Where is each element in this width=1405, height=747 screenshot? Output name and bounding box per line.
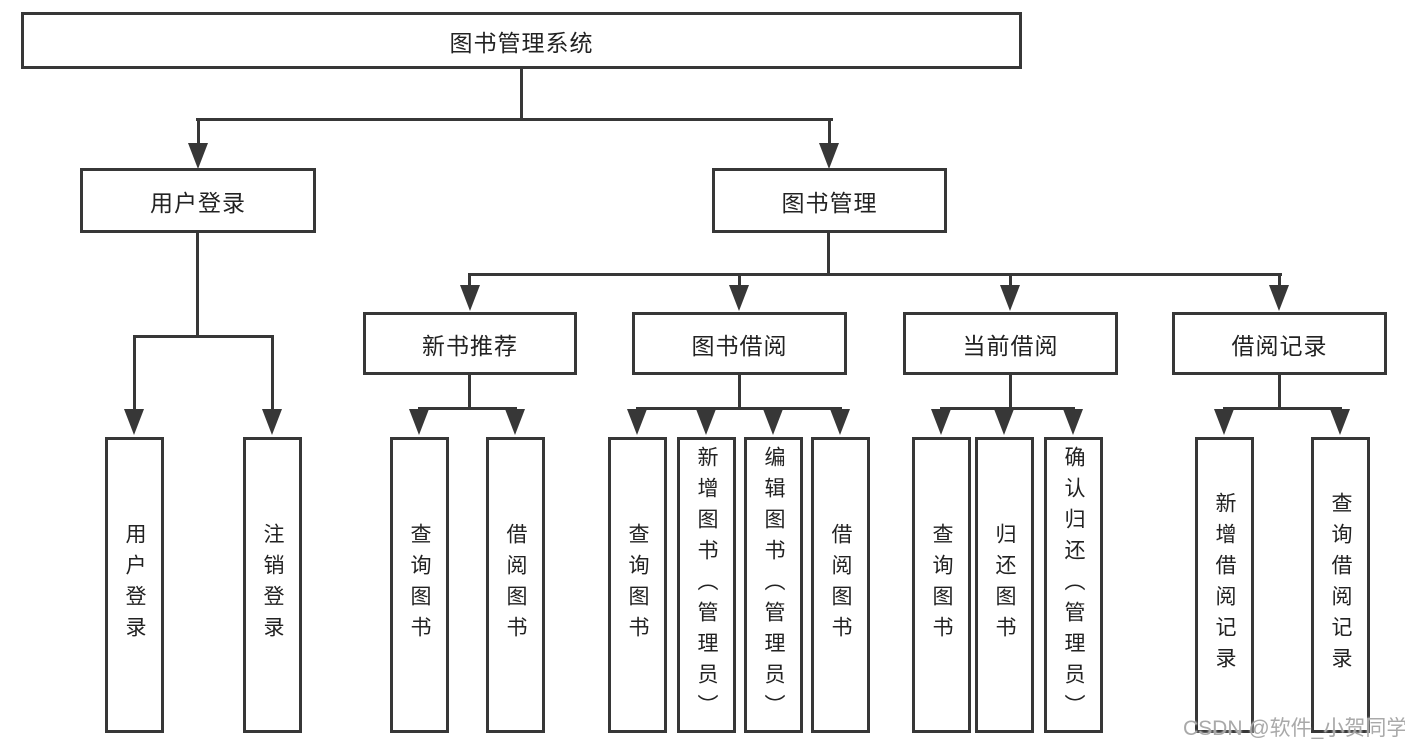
arrowhead-to-leaf-logout [262, 409, 282, 435]
arrowhead-to-borrow-records [1269, 285, 1289, 311]
arrowhead-to-confirm-return [1063, 409, 1083, 435]
node-leaf-add-book-admin: 新增图书（管理员） [677, 437, 736, 733]
node-leaf-query-book-recommend: 查询图书 [390, 437, 449, 733]
node-leaf-return-book: 归还图书 [975, 437, 1034, 733]
arrowhead-to-book-management [819, 143, 839, 169]
connector-current-borrow-drop [1009, 375, 1012, 407]
arrowhead-to-add-record [1214, 409, 1234, 435]
connector-stem-leaf-logout [271, 335, 274, 411]
node-current-borrow: 当前借阅 [903, 312, 1118, 375]
node-leaf-borrow-book: 借阅图书 [811, 437, 870, 733]
connector-root-drop [520, 69, 523, 118]
node-book-management: 图书管理 [712, 168, 947, 233]
arrowhead-to-query-book-2 [627, 409, 647, 435]
arrowhead-to-leaf-user-login [124, 409, 144, 435]
connector-stem-borrow-records [1278, 273, 1281, 287]
connector-level2-rail [468, 273, 1282, 276]
node-leaf-query-borrow-record: 查询借阅记录 [1311, 437, 1370, 733]
node-user-login: 用户登录 [80, 168, 316, 233]
connector-current-borrow-rail [940, 407, 1075, 410]
connector-level1-rail [196, 118, 833, 121]
node-leaf-confirm-return-admin: 确认归还（管理员） [1044, 437, 1103, 733]
node-new-book-recommend: 新书推荐 [363, 312, 577, 375]
arrowhead-to-current-borrow [1000, 285, 1020, 311]
connector-book-borrow-rail [636, 407, 842, 410]
node-leaf-borrow-book-recommend: 借阅图书 [486, 437, 545, 733]
arrowhead-to-query-book-3 [931, 409, 951, 435]
node-book-borrow: 图书借阅 [632, 312, 847, 375]
node-leaf-logout-login: 注销登录 [243, 437, 302, 733]
arrowhead-to-borrow-book-1 [505, 409, 525, 435]
connector-borrow-records-rail [1223, 407, 1342, 410]
arrowhead-to-borrow-book-2 [830, 409, 850, 435]
csdn-watermark: CSDN @软件_小贺同学 [1183, 717, 1405, 740]
node-library-management-system: 图书管理系统 [21, 12, 1022, 69]
arrowhead-to-new-book [460, 285, 480, 311]
connector-stem-user-login [197, 118, 200, 145]
node-leaf-query-book-borrow: 查询图书 [608, 437, 667, 733]
connector-book-management-drop [827, 233, 830, 273]
node-leaf-query-book-current: 查询图书 [912, 437, 971, 733]
connector-new-book-rail [418, 407, 517, 410]
connector-stem-new-book [468, 273, 471, 287]
arrowhead-to-user-login [188, 143, 208, 169]
connector-user-login-rail [133, 335, 274, 338]
connector-borrow-records-drop [1278, 375, 1281, 407]
node-leaf-add-borrow-record: 新增借阅记录 [1195, 437, 1254, 733]
arrowhead-to-edit-book [763, 409, 783, 435]
arrowhead-to-return-book [994, 409, 1014, 435]
connector-new-book-drop [468, 375, 471, 407]
connector-stem-leaf-user-login [133, 335, 136, 411]
arrowhead-to-query-book-1 [409, 409, 429, 435]
node-borrow-records: 借阅记录 [1172, 312, 1387, 375]
connector-book-borrow-drop [738, 375, 741, 407]
connector-stem-book-management [828, 118, 831, 145]
connector-user-login-drop [196, 233, 199, 335]
node-leaf-edit-book-admin: 编辑图书（管理员） [744, 437, 803, 733]
node-leaf-user-login: 用户登录 [105, 437, 164, 733]
connector-stem-book-borrow [738, 273, 741, 287]
arrowhead-to-query-record [1330, 409, 1350, 435]
arrowhead-to-add-book [696, 409, 716, 435]
arrowhead-to-book-borrow [729, 285, 749, 311]
connector-stem-current-borrow [1009, 273, 1012, 287]
